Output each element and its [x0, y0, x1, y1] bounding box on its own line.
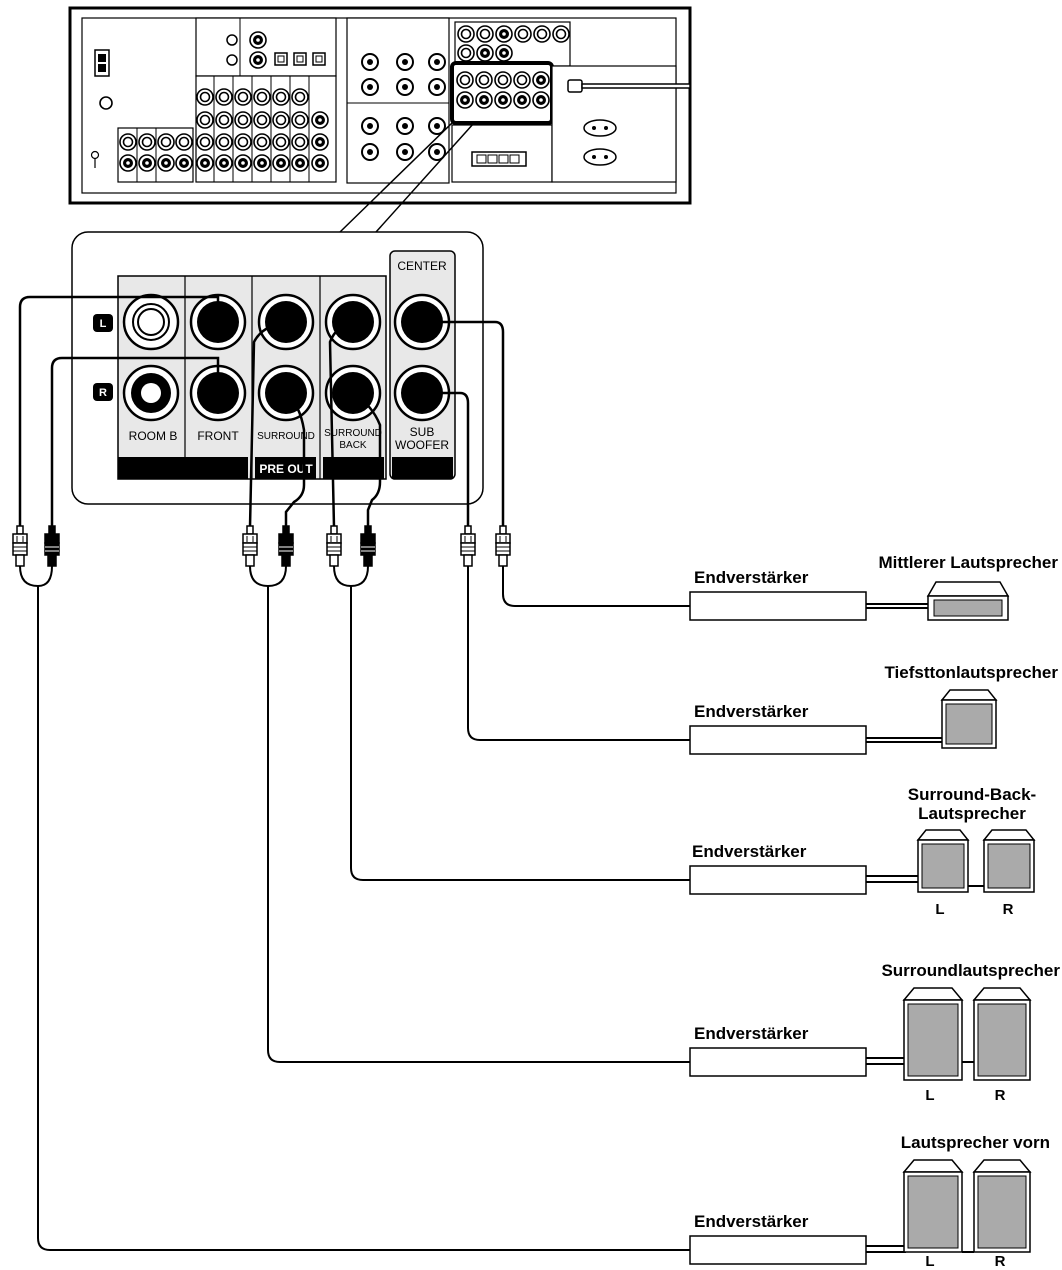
front-left-speaker: [902, 1159, 964, 1253]
rca-plug-surround-back-right: [360, 525, 376, 567]
room-b-left-jack: [122, 293, 180, 351]
rca-plug-front-left: [12, 525, 28, 567]
center-header-label: CENTER: [397, 259, 447, 273]
sub-label-1: SUB: [410, 425, 435, 439]
rca-plug-surround-back-left: [326, 525, 342, 567]
surround-label: SURROUND: [257, 431, 315, 442]
surround-speaker-label: Surroundlautsprecher: [881, 961, 1060, 980]
amplifier-cables: [19, 565, 690, 1251]
subwoofer-amplifier: Endverstärker: [689, 702, 867, 755]
surround-back-speaker-label-2: Lautsprecher: [918, 804, 1026, 823]
rca-plug-front-right: [44, 525, 60, 567]
front-speaker-label: Lautsprecher vorn: [901, 1133, 1050, 1152]
surround-left-label: L: [925, 1087, 934, 1104]
rca-plug-subwoofer: [460, 525, 476, 567]
zoom-line: [375, 122, 475, 233]
room-b-right-jack: [122, 364, 180, 422]
subwoofer-speaker-label: Tiefsttonlautsprecher: [884, 663, 1058, 682]
front-speakers: Lautsprecher vorn L R: [901, 1133, 1050, 1270]
surround-back-amplifier: Endverstärker: [689, 842, 867, 895]
surround-back-left-speaker: [916, 829, 970, 893]
pre-out-label: PRE OUT: [259, 462, 313, 476]
front-label: FRONT: [197, 429, 239, 443]
rca-plug-surround-left: [242, 525, 258, 567]
surround-back-left-label: L: [935, 901, 944, 918]
surround-back-speakers: Surround-Back- Lautsprecher L R: [908, 785, 1036, 918]
svg-text:L: L: [100, 318, 107, 330]
center-speaker-label: Mittlerer Lautsprecher: [879, 553, 1059, 572]
surround-left-speaker: [902, 987, 964, 1081]
receiver-rear-panel: [68, 6, 692, 205]
left-channel-badge: L: [93, 314, 113, 332]
room-b-label: ROOM B: [129, 429, 178, 443]
amplifier-label: Endverstärker: [694, 1024, 809, 1043]
rca-plug-center: [495, 525, 511, 567]
jack-cables: [18, 295, 505, 528]
front-right-label: R: [995, 1253, 1006, 1270]
center-amplifier: Endverstärker: [689, 568, 867, 621]
amplifier-label: Endverstärker: [692, 842, 807, 861]
amplifier-label: Endverstärker: [694, 568, 809, 587]
amplifier-label: Endverstärker: [694, 702, 809, 721]
sub-label-2: WOOFER: [395, 438, 449, 452]
surround-back-label-1: SURROUND: [324, 428, 382, 439]
center-speaker: Mittlerer Lautsprecher: [879, 553, 1059, 621]
subwoofer-speaker: Tiefsttonlautsprecher: [884, 663, 1058, 749]
amplifier-label: Endverstärker: [694, 1212, 809, 1231]
surround-back-right-label: R: [1003, 901, 1014, 918]
front-right-speaker: [972, 1159, 1032, 1253]
rca-plug-surround-right: [278, 525, 294, 567]
surround-right-speaker: [972, 987, 1032, 1081]
surround-speakers: Surroundlautsprecher L R: [881, 961, 1060, 1104]
surround-back-label-2: BACK: [339, 440, 367, 451]
surround-amplifier: Endverstärker: [689, 1024, 867, 1077]
zoom-line: [339, 122, 453, 233]
front-left-label: L: [925, 1253, 934, 1270]
front-amplifier: Endverstärker: [689, 1212, 867, 1265]
right-channel-badge: R: [93, 383, 113, 401]
surround-back-speaker-label-1: Surround-Back-: [908, 785, 1036, 804]
speaker-wires: [866, 603, 984, 1253]
surround-back-right-speaker: [982, 829, 1036, 893]
surround-right-label: R: [995, 1087, 1006, 1104]
svg-text:R: R: [99, 387, 107, 399]
